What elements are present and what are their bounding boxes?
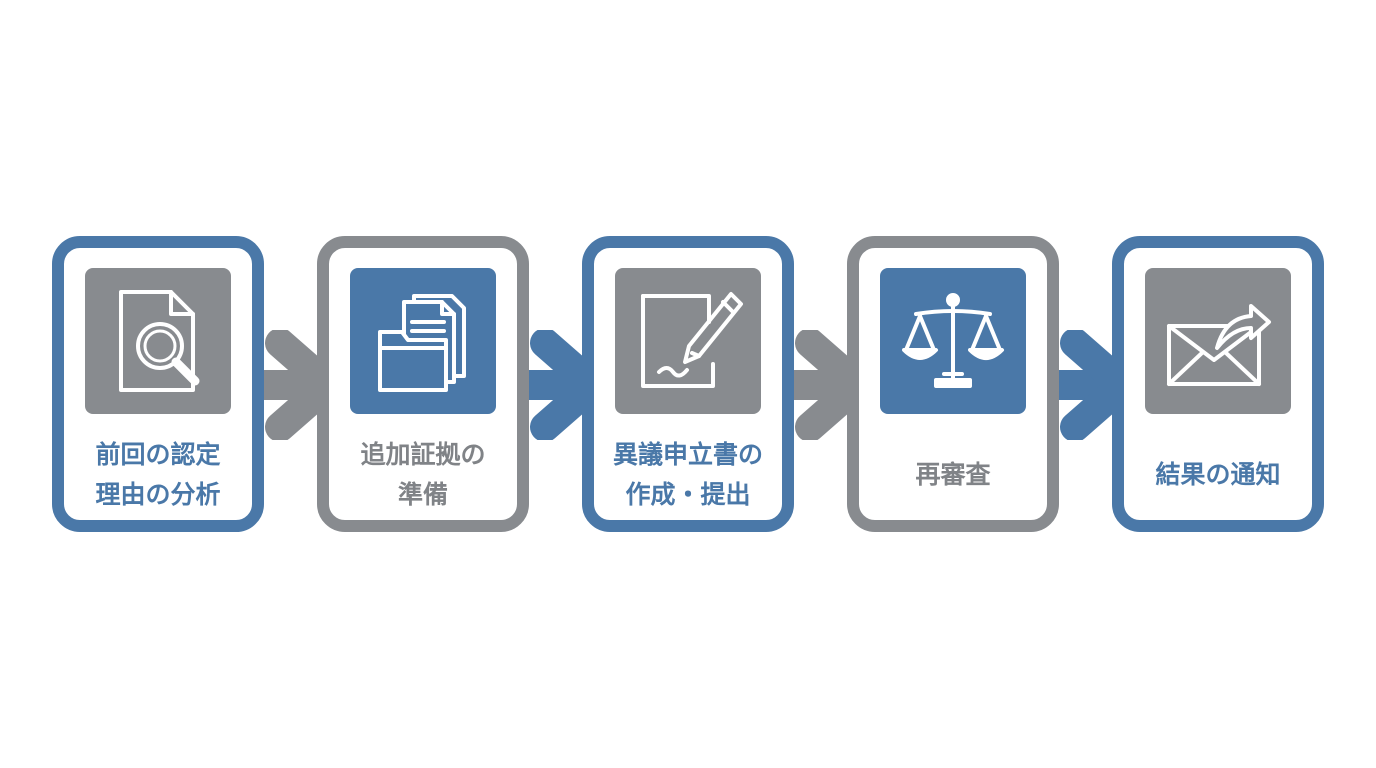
step-label: 追加証拠の 準備: [329, 430, 517, 520]
step-icon-box: [350, 268, 496, 414]
step-card-analysis: 前回の認定 理由の分析: [52, 236, 264, 532]
step-label: 前回の認定 理由の分析: [64, 430, 252, 520]
step-label: 再審査: [859, 430, 1047, 520]
step-card-review: 再審査: [847, 236, 1059, 532]
step-label-line: 作成・提出: [625, 480, 751, 509]
step-label-line: 理由の分析: [95, 480, 221, 509]
step-label: 結果の通知: [1124, 430, 1312, 520]
pen-document-icon: [641, 292, 743, 388]
step-card-evidence: 追加証拠の 準備: [317, 236, 529, 532]
step-label-line: 準備: [397, 480, 448, 509]
step-icon-box: [1145, 268, 1291, 414]
documents-folder-icon: [378, 294, 466, 392]
scales-of-justice-icon: [902, 293, 1004, 388]
step-icon-box: [880, 268, 1026, 414]
envelope-forward-icon: [1167, 304, 1271, 386]
step-icon-box: [85, 268, 231, 414]
step-label-line: 追加証拠の: [360, 440, 486, 469]
step-label-line: 結果の通知: [1155, 460, 1281, 489]
document-search-icon: [119, 290, 200, 392]
step-label-line: 前回の認定: [95, 440, 221, 469]
step-card-objection: 異議申立書の 作成・提出: [582, 236, 794, 532]
step-label: 異議申立書の 作成・提出: [594, 430, 782, 520]
step-icon-box: [615, 268, 761, 414]
step-card-notification: 結果の通知: [1112, 236, 1324, 532]
step-label-line: 異議申立書の: [612, 440, 763, 469]
step-label-line: 再審査: [915, 460, 991, 489]
